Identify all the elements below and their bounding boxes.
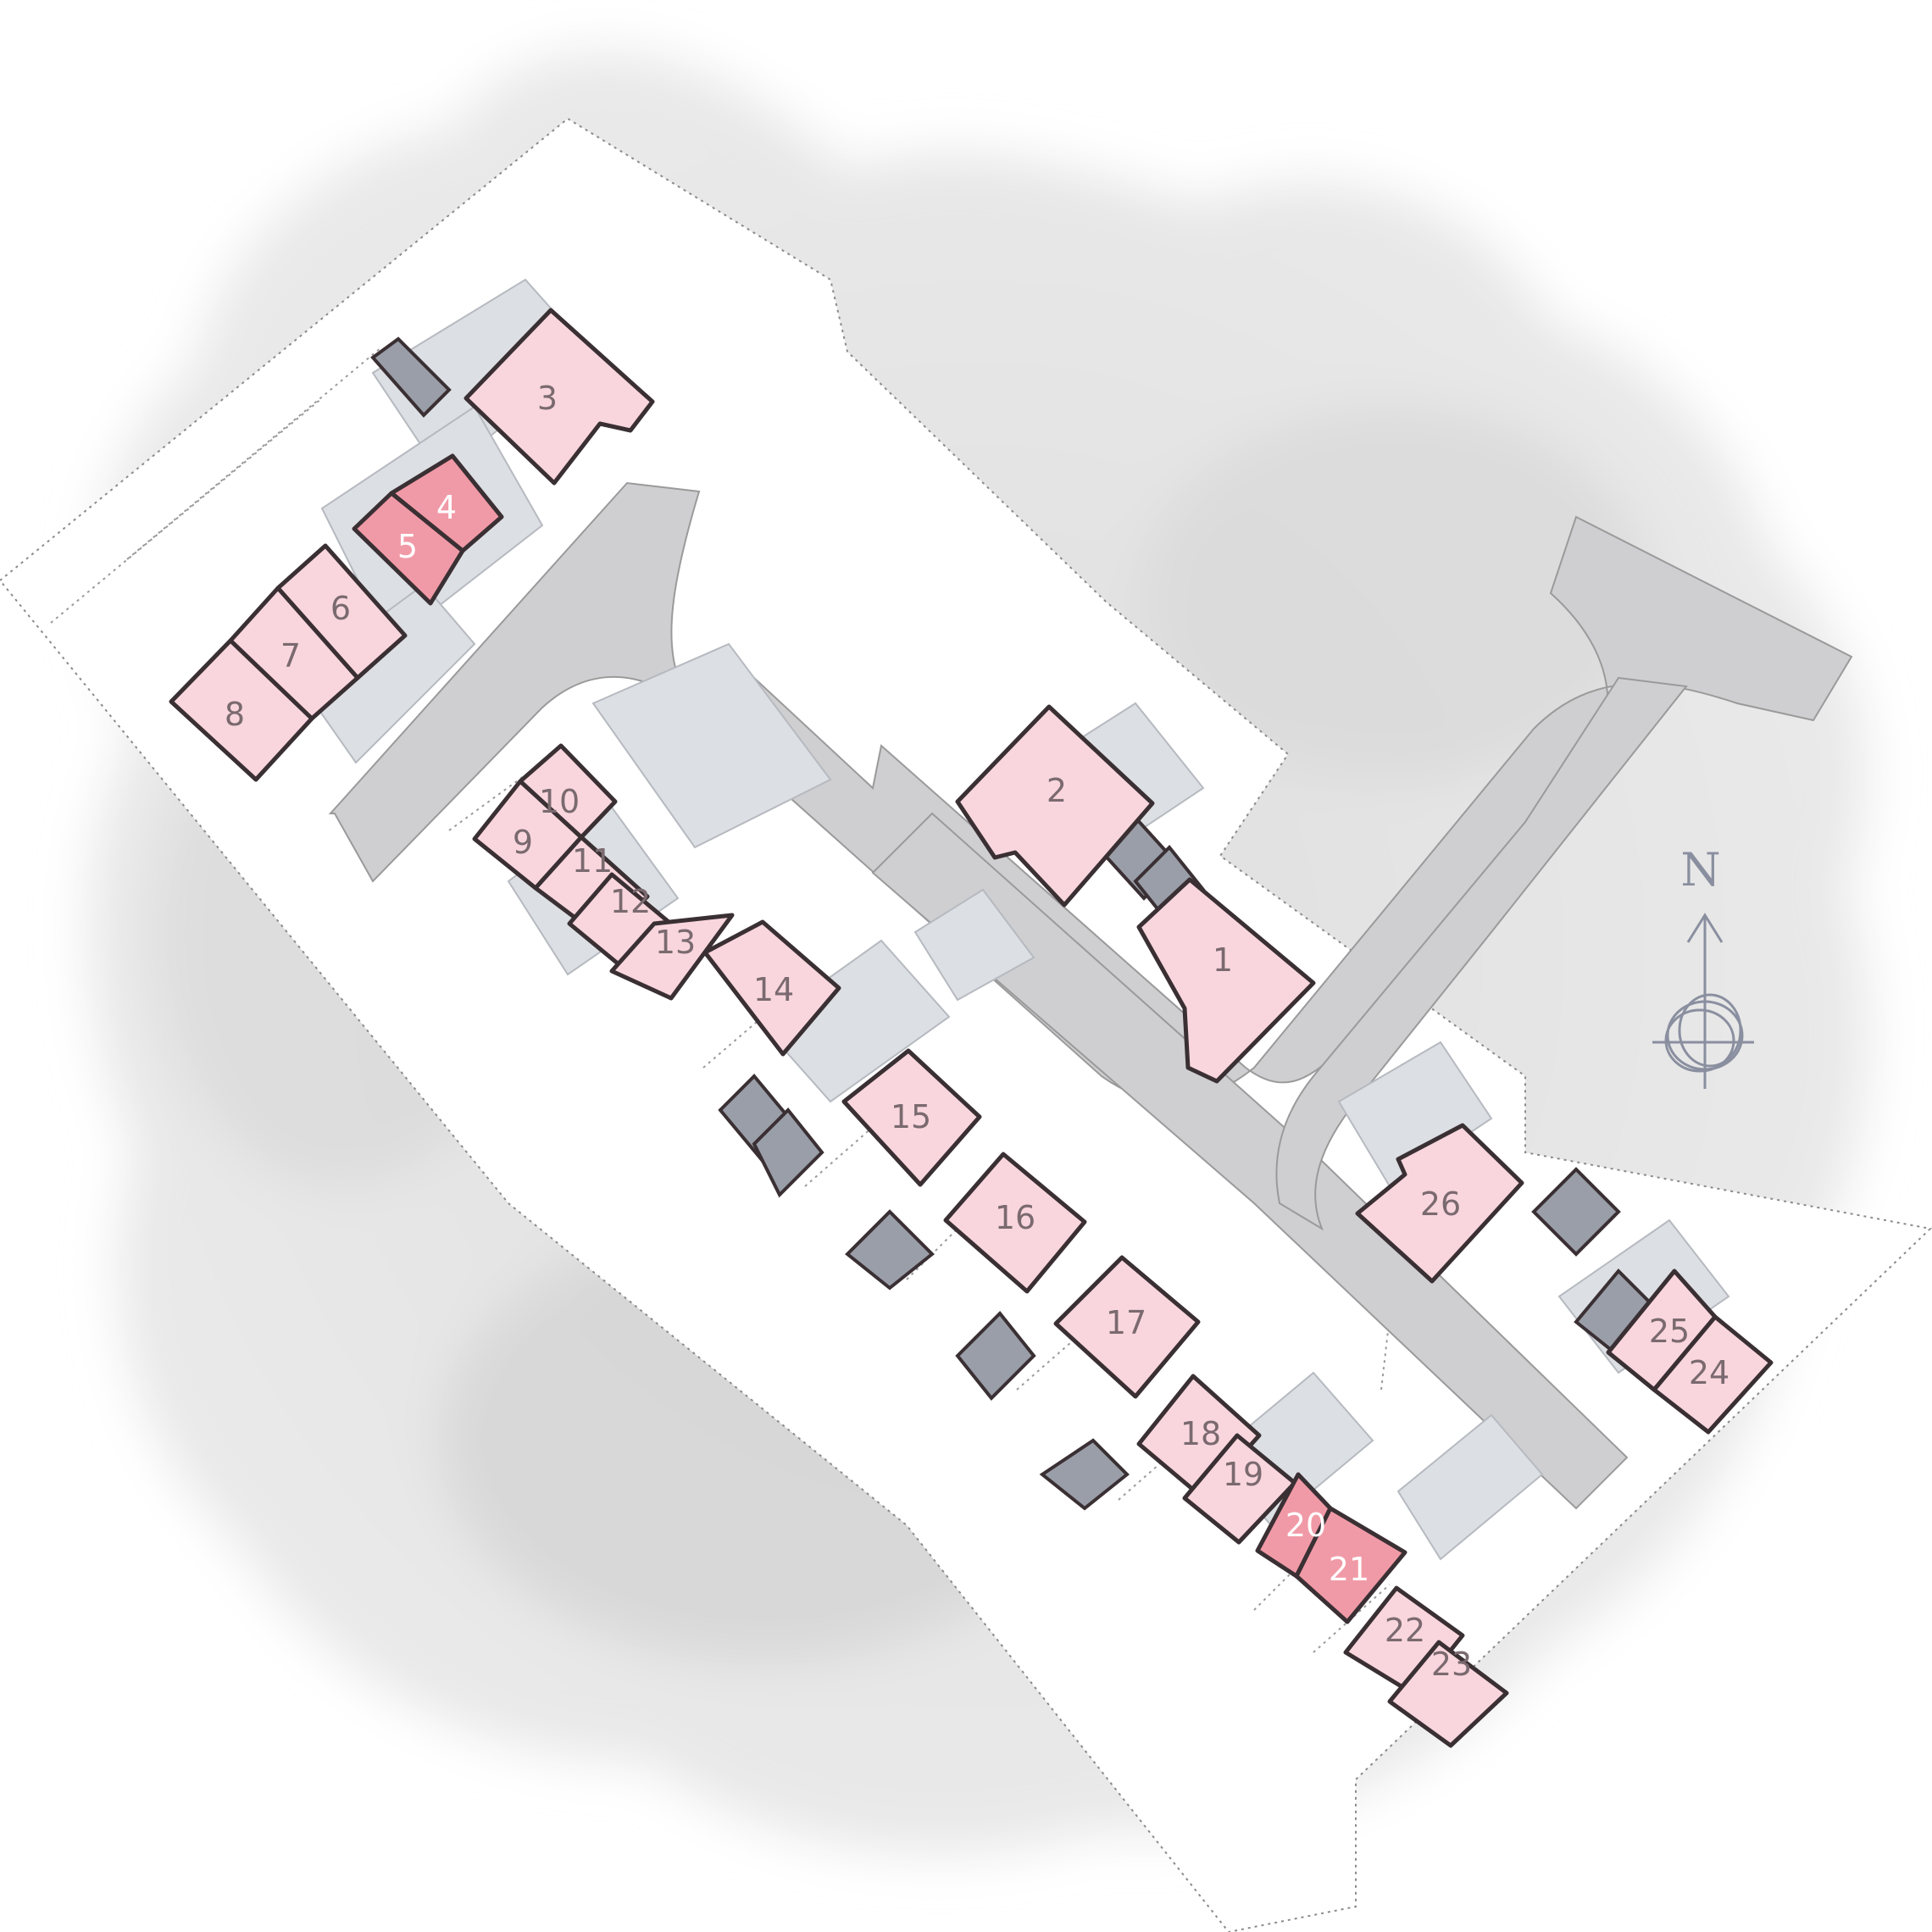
plot-label-8: 8 [225, 696, 245, 733]
garage [752, 1108, 824, 1198]
plot-14[interactable] [702, 919, 841, 1057]
plot-label-10: 10 [539, 783, 580, 820]
garage [845, 1209, 935, 1291]
plot-label-26: 26 [1420, 1185, 1461, 1223]
plot-label-23: 23 [1431, 1646, 1472, 1683]
plot-label-13: 13 [655, 924, 696, 961]
plot-label-14: 14 [753, 971, 794, 1008]
plot-label-2: 2 [1046, 772, 1067, 809]
plot-5[interactable] [352, 491, 465, 606]
plot-label-17: 17 [1106, 1304, 1146, 1341]
plot-label-5: 5 [397, 528, 418, 565]
plot-16[interactable] [943, 1152, 1087, 1294]
east-road [1275, 676, 1688, 1231]
plot-10[interactable] [518, 743, 618, 840]
north-arrow-icon [1652, 913, 1754, 1089]
garage [955, 1311, 1036, 1401]
plot-8[interactable] [169, 638, 314, 782]
plot-label-15: 15 [891, 1098, 931, 1135]
plot-label-3: 3 [537, 380, 558, 417]
garage [1039, 1438, 1130, 1511]
plot-2[interactable] [955, 704, 1155, 908]
plot-13[interactable] [609, 913, 735, 1001]
plot-labels: 1 2 3 4 5 6 7 8 9 10 11 12 13 14 15 16 1… [225, 380, 1729, 1683]
plot-17[interactable] [1053, 1255, 1201, 1399]
garage [370, 336, 452, 418]
plot-1[interactable] [1136, 877, 1316, 1084]
house-plots [169, 308, 1774, 1748]
plot-3[interactable] [464, 308, 655, 486]
plot-label-21: 21 [1329, 1551, 1369, 1588]
compass-north-label: N [1680, 843, 1720, 897]
plot-25[interactable] [1606, 1269, 1718, 1392]
plot-26[interactable] [1355, 1123, 1524, 1284]
plot-label-19: 19 [1223, 1456, 1263, 1493]
plot-label-25: 25 [1649, 1313, 1690, 1350]
plot-label-24: 24 [1689, 1354, 1729, 1391]
garage [1531, 1167, 1621, 1257]
plot-label-22: 22 [1385, 1612, 1425, 1649]
plot-23[interactable] [1387, 1640, 1509, 1748]
plot-label-6: 6 [330, 590, 351, 627]
plot-label-16: 16 [995, 1199, 1035, 1236]
plot-label-12: 12 [610, 883, 651, 920]
plot-label-7: 7 [280, 637, 301, 675]
plot-21[interactable] [1294, 1506, 1407, 1624]
plot-15[interactable] [841, 1048, 982, 1187]
plot-label-4: 4 [436, 489, 457, 526]
plot-label-1: 1 [1213, 941, 1233, 979]
plot-label-20: 20 [1285, 1507, 1326, 1544]
plot-label-11: 11 [572, 842, 613, 880]
plot-label-9: 9 [513, 824, 533, 861]
plot-label-18: 18 [1180, 1415, 1221, 1452]
compass: N [1652, 843, 1754, 1089]
